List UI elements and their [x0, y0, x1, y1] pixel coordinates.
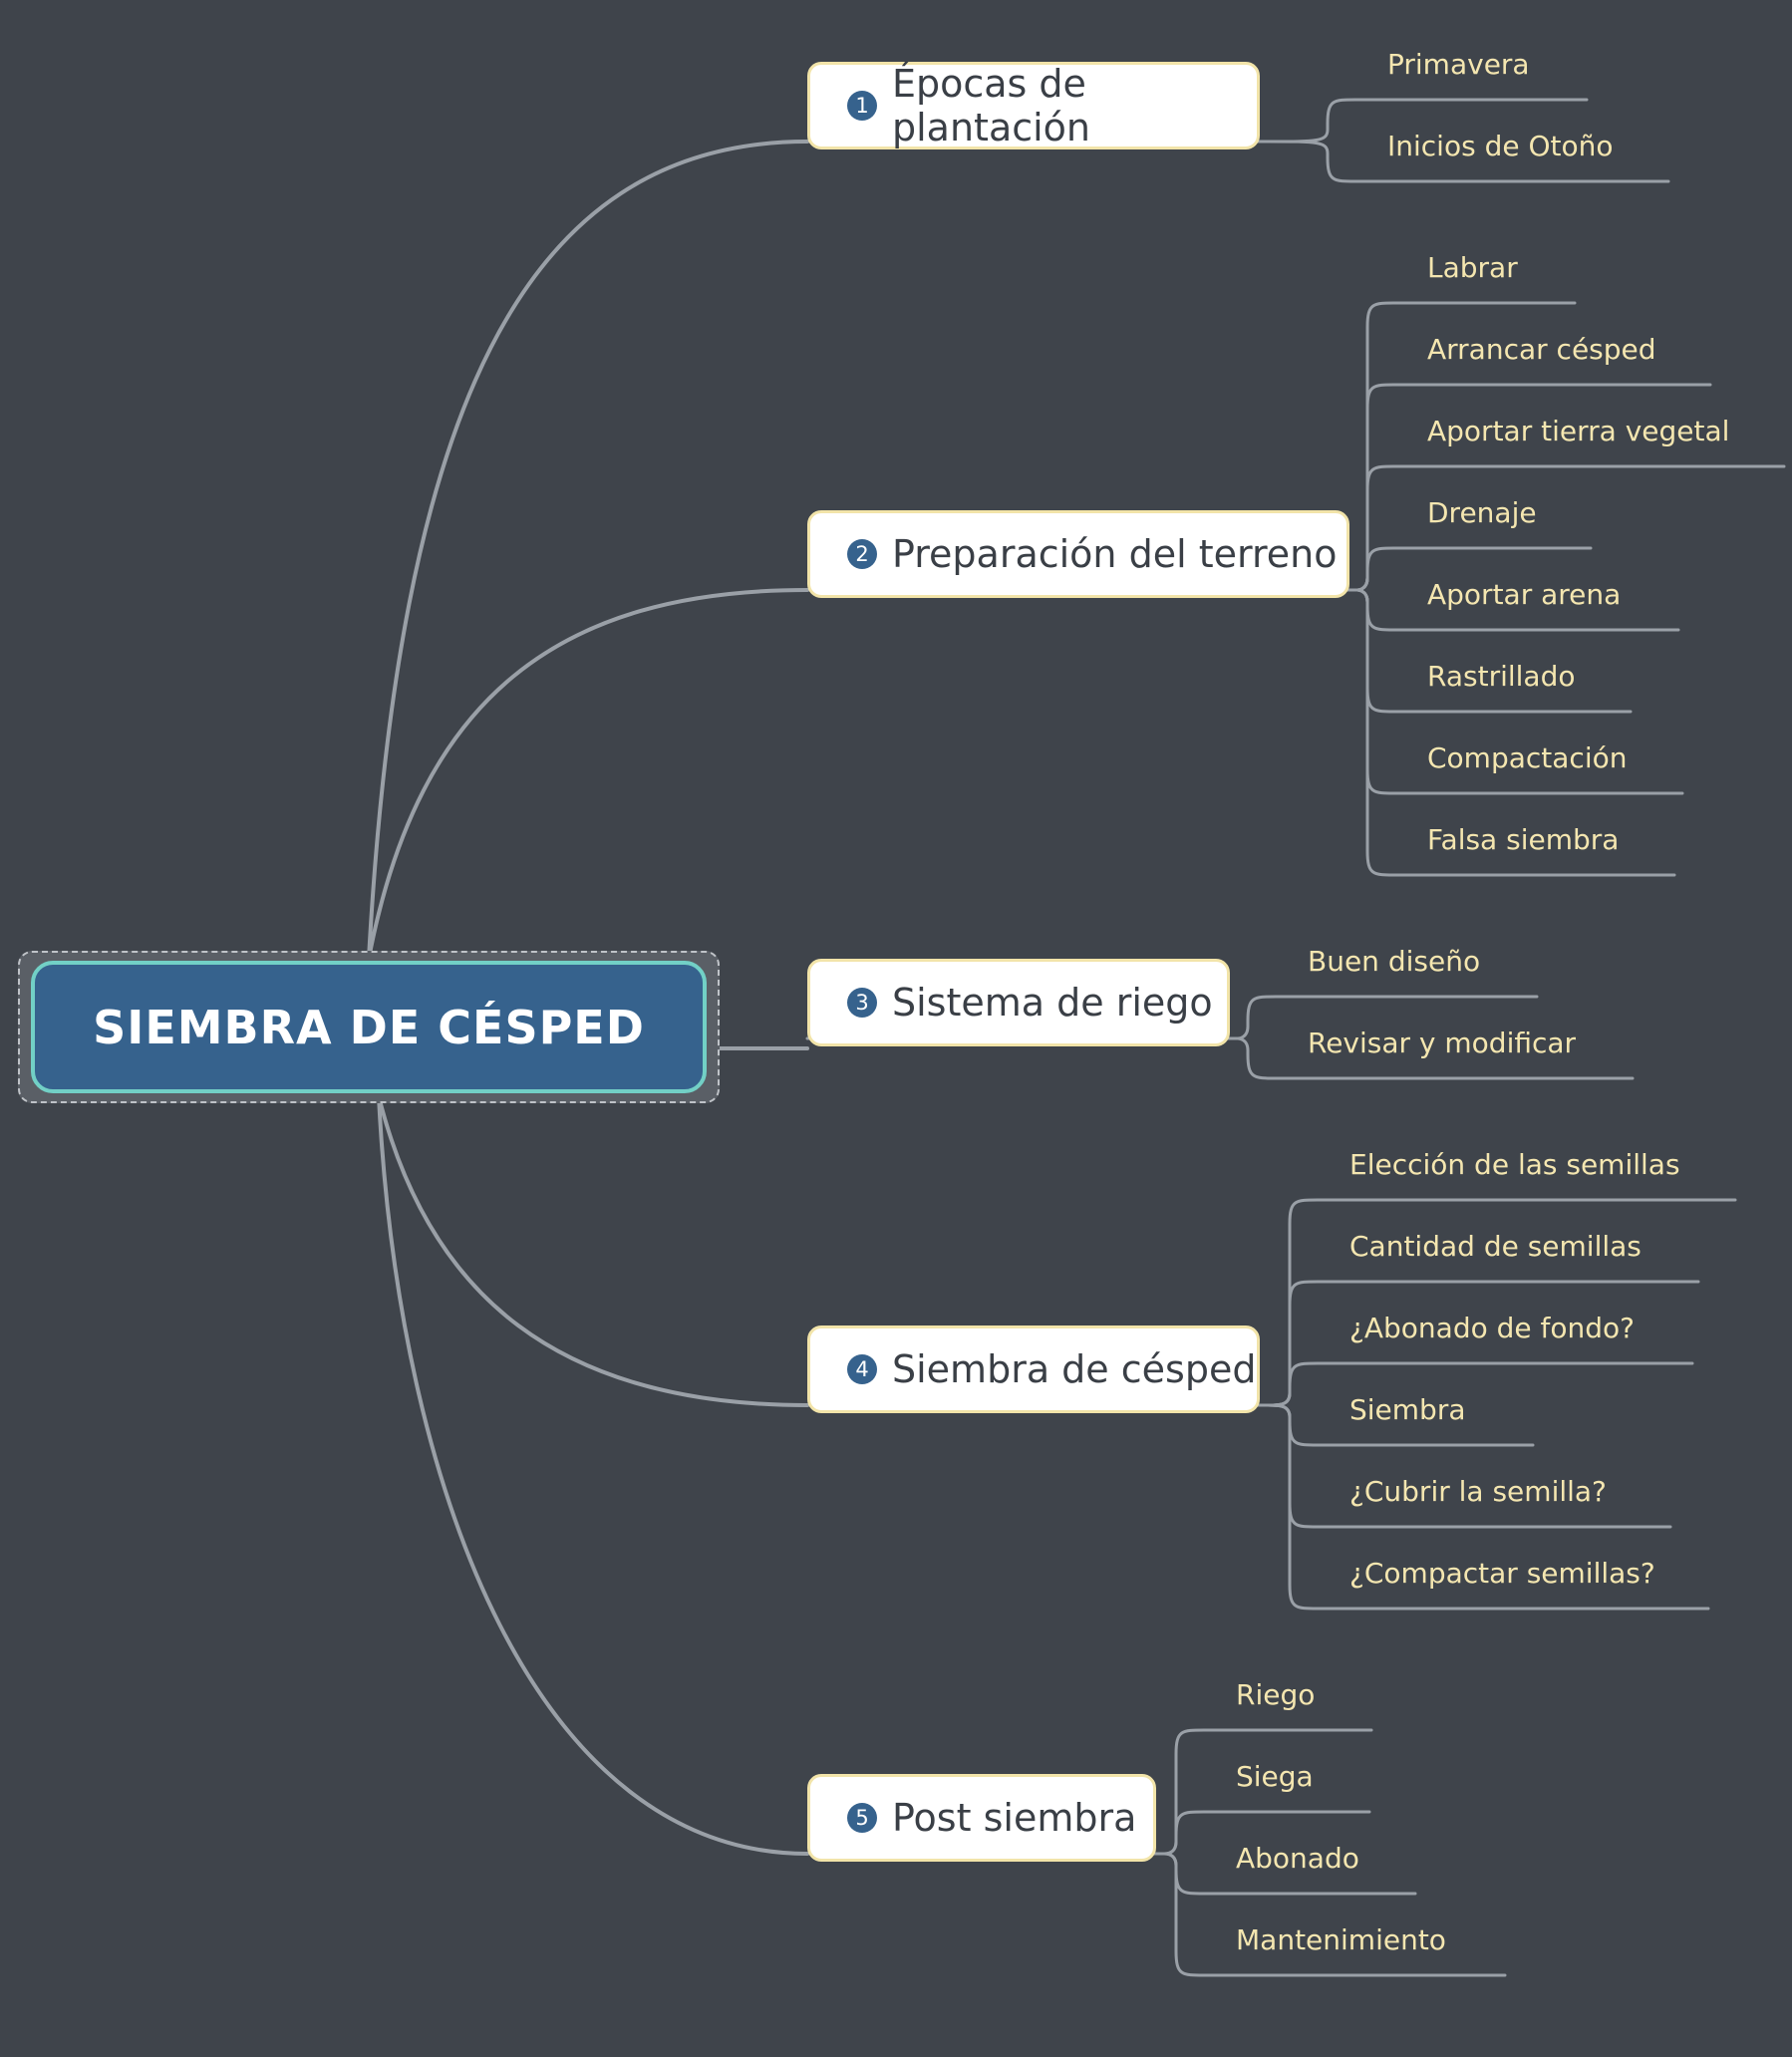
subtopic[interactable]: Arrancar césped: [1427, 333, 1656, 366]
branch-topic-label: Post siembra: [892, 1796, 1137, 1840]
number-marker-icon: 2: [847, 539, 877, 569]
subtopic-connector: [1236, 1036, 1635, 1080]
root-topic-label: SIEMBRA DE CÉSPED: [93, 1000, 645, 1054]
branch-topic[interactable]: 2 Preparación del terreno: [807, 510, 1349, 598]
branch-topic[interactable]: 5 Post siembra: [807, 1774, 1156, 1862]
subtopic[interactable]: Labrar: [1427, 251, 1518, 284]
number-marker-icon: 3: [847, 988, 877, 1018]
branch-connector: [367, 588, 809, 961]
subtopic[interactable]: Riego: [1236, 1678, 1316, 1711]
number-marker-icon: 1: [847, 91, 877, 121]
subtopic[interactable]: Cantidad de semillas: [1349, 1230, 1642, 1263]
subtopic[interactable]: Drenaje: [1427, 496, 1537, 529]
subtopic[interactable]: ¿Abonado de fondo?: [1349, 1312, 1636, 1344]
subtopic-connector: [1162, 1852, 1507, 1977]
subtopic-connector: [1266, 140, 1670, 183]
number-marker-icon: 5: [847, 1803, 877, 1833]
subtopic[interactable]: ¿Compactar semillas?: [1349, 1557, 1655, 1590]
branch-topic[interactable]: 1 Épocas de plantación: [807, 62, 1260, 149]
subtopic-connector: [1266, 1403, 1672, 1529]
subtopic[interactable]: Rastrillado: [1427, 660, 1576, 693]
branch-connector: [377, 1094, 809, 1407]
subtopic[interactable]: Revisar y modificar: [1308, 1027, 1577, 1059]
subtopic[interactable]: ¿Cubrir la semilla?: [1349, 1475, 1607, 1508]
subtopic[interactable]: Siembra: [1349, 1393, 1466, 1426]
branch-connector: [377, 1094, 809, 1856]
subtopic-connector: [1355, 588, 1676, 877]
subtopic-connector: [1266, 1403, 1710, 1611]
branch-topic-label: Épocas de plantación: [892, 62, 1091, 149]
subtopic[interactable]: Primavera: [1387, 48, 1530, 81]
subtopic[interactable]: Siega: [1236, 1760, 1314, 1793]
branch-topic-label: Sistema de riego: [892, 981, 1213, 1025]
branch-topic-label: Preparación del terreno: [892, 532, 1338, 576]
subtopic[interactable]: Mantenimiento: [1236, 1923, 1446, 1956]
subtopic-connector: [1355, 464, 1786, 592]
branch-topic-label: Siembra de césped: [892, 1347, 1257, 1391]
subtopic[interactable]: Abonado: [1236, 1842, 1359, 1875]
subtopic[interactable]: Aportar arena: [1427, 578, 1622, 611]
subtopic[interactable]: Falsa siembra: [1427, 823, 1620, 856]
branch-connector: [367, 140, 809, 961]
branch-topic[interactable]: 4 Siembra de césped: [807, 1325, 1260, 1413]
subtopic[interactable]: Compactación: [1427, 741, 1628, 774]
subtopic[interactable]: Inicios de Otoño: [1387, 130, 1614, 162]
subtopic[interactable]: Aportar tierra vegetal: [1427, 415, 1730, 447]
subtopic[interactable]: Buen diseño: [1308, 945, 1481, 978]
root-topic[interactable]: SIEMBRA DE CÉSPED: [31, 961, 707, 1093]
branch-topic[interactable]: 3 Sistema de riego: [807, 959, 1230, 1046]
subtopic[interactable]: Elección de las semillas: [1349, 1148, 1680, 1181]
number-marker-icon: 4: [847, 1354, 877, 1384]
subtopic-connector: [1266, 1361, 1694, 1407]
